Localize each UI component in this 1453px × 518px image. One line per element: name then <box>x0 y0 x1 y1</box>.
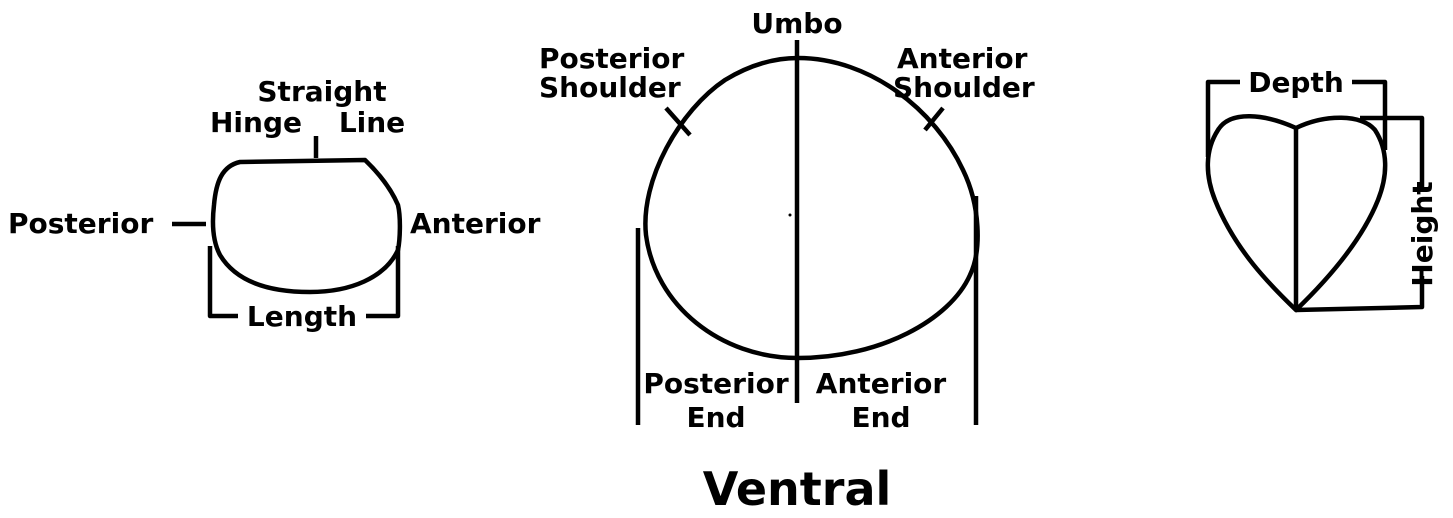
stray-dot <box>789 214 792 217</box>
label-posterior-end-1: Posterior <box>643 367 788 400</box>
label-anterior-shoulder-2: Shoulder <box>893 71 1035 104</box>
lateral-view: Straight Hinge Line Posterior Anterior L… <box>8 75 541 333</box>
label-anterior-end-2: End <box>851 401 910 434</box>
label-depth: Depth <box>1248 66 1344 99</box>
label-posterior: Posterior <box>8 207 153 240</box>
label-length: Length <box>247 300 357 333</box>
label-anterior: Anterior <box>410 207 541 240</box>
label-height: Height <box>1406 181 1439 286</box>
label-anterior-end-1: Anterior <box>816 367 947 400</box>
lateral-shell-outline <box>213 160 400 292</box>
label-line: Line <box>339 106 405 139</box>
height-bracket <box>1296 118 1422 310</box>
caption-ventral: Ventral <box>703 462 892 516</box>
label-umbo: Umbo <box>751 7 842 40</box>
ventral-view: Umbo Posterior Shoulder Anterior Shoulde… <box>539 7 1035 516</box>
label-hinge: Hinge <box>210 106 302 139</box>
label-straight: Straight <box>257 75 386 108</box>
label-posterior-shoulder-2: Shoulder <box>539 71 681 104</box>
end-view: Depth Height <box>1208 66 1439 310</box>
label-posterior-end-2: End <box>686 401 745 434</box>
